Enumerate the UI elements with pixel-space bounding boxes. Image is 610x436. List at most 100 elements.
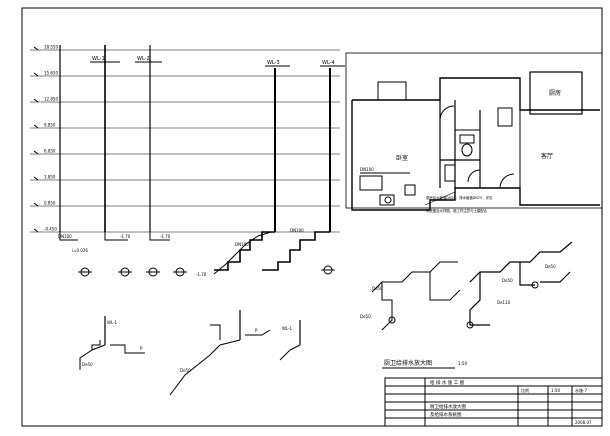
axo-pipe [381, 282, 393, 331]
floor-level-label: 12.850 [44, 97, 58, 102]
pipe-bend [149, 232, 170, 241]
kitchen-room [529, 71, 583, 115]
title-block: 给 排 水 施 工 图 厨卫给排水放大图 及给排水系统图 比例 1:50 水施-… [384, 377, 603, 427]
title-block-drawing-name: 厨卫给排水放大图 [430, 403, 466, 410]
fixture-sink [497, 107, 513, 127]
title-block-drawing-name: 及给排水系统图 [430, 411, 462, 418]
level-marker [33, 124, 39, 129]
plan-note: 系统图及大样图，施工时注意与土建配合 [426, 208, 488, 213]
title-block-sheet-no: 水施-7 [575, 387, 587, 393]
level-marker [33, 72, 39, 77]
plan-wall [351, 100, 600, 211]
riser-label: WL-2 [137, 56, 150, 62]
sketch-pipe [79, 344, 106, 370]
wardrobe [359, 175, 383, 191]
detail-scale: 1:50 [458, 361, 467, 366]
level-marker [33, 228, 39, 233]
sketch-pipe [279, 344, 301, 361]
axo-label: De110 [497, 300, 511, 305]
axo-pipe [540, 271, 571, 283]
sketch-label: P [140, 346, 143, 351]
door-swing [439, 105, 455, 121]
plan-wall [352, 77, 600, 111]
floor-drain [531, 281, 539, 289]
axo-label: De50 [502, 278, 513, 283]
axo-pipe [371, 261, 458, 293]
sketch-label: De50 [82, 362, 93, 367]
fixture [404, 184, 416, 196]
plan-frame [345, 52, 603, 209]
axonometric-detail: De50 De50 De110 De50 De50 厨卫给排水放大图 1:50 [360, 241, 573, 369]
sketch-pipe [245, 329, 271, 336]
pipe-elev-label: -1.70 [160, 234, 171, 239]
axo-pipe [429, 272, 461, 301]
sketch-label: De50 [180, 368, 191, 373]
plan-note: 厨房给水管道DN20，排水管道DN75，详见 [426, 195, 493, 200]
leader-line [424, 191, 456, 206]
title-block-project: 给 排 水 施 工 图 [430, 379, 465, 386]
pipe-elev-label: -1.70 [196, 272, 207, 277]
axo-label: De50 [545, 264, 556, 269]
floor-level-label: 15.650 [44, 71, 58, 76]
fixture [379, 194, 395, 206]
pipe-dn-label: DN100 [235, 242, 249, 247]
level-marker [33, 202, 39, 207]
door-swing [467, 169, 481, 183]
pipe-bend [104, 232, 128, 241]
riser-label: WL-1 [92, 56, 105, 62]
axo-pipe [469, 272, 490, 326]
title-block-date: 2008.07 [575, 420, 592, 425]
sketch-label: WL-1 [107, 320, 118, 325]
dimension-text: DN100 [360, 167, 374, 172]
balcony [377, 81, 407, 101]
sketch-pipe [110, 344, 145, 354]
outlet-pipe [213, 231, 272, 275]
riser-label: WL-3 [267, 60, 280, 66]
door-swing [499, 173, 515, 189]
sketch-pipe [169, 339, 241, 396]
room-label-kitchen: 厨房 [549, 89, 561, 97]
level-marker [33, 150, 39, 155]
level-marker [33, 46, 39, 51]
title-block-scale-label: 比例 [521, 387, 529, 393]
fixture-shower [444, 164, 456, 182]
level-marker [33, 98, 39, 103]
room-label-living: 客厅 [541, 152, 553, 160]
floor-drain [466, 321, 474, 329]
pipe-bend [59, 232, 78, 241]
title-block-scale-value: 1:50 [551, 388, 560, 393]
floor-level-label: 6.850 [44, 149, 56, 154]
outlet-pipe [262, 231, 330, 271]
room-label-bedroom: 卧室 [396, 154, 408, 162]
floor-level-label: 18.550 [44, 45, 58, 50]
sketch-pipe [91, 340, 101, 350]
detail-title: 厨卫给排水放大图 [384, 359, 432, 367]
axo-label: De50 [360, 314, 371, 319]
floor-level-label: 9.850 [44, 123, 56, 128]
sheet-border [21, 7, 603, 427]
sketch-pipe [210, 324, 221, 340]
level-marker [33, 176, 39, 181]
axo-pipe [469, 241, 573, 283]
sketch-label: WL-1 [282, 326, 293, 331]
floor-level-label: -0.450 [44, 227, 57, 232]
fixture-toilet [461, 143, 473, 157]
sketch-label: P [255, 328, 258, 333]
section-symbol-row [78, 265, 335, 277]
floor-drain [384, 196, 392, 204]
axo-label: De50 [372, 286, 383, 291]
floor-level-lines: 18.550 15.650 12.850 9.850 6.850 3.850 0.850 -0… [30, 45, 340, 233]
floor-level-label: 0.850 [44, 201, 56, 206]
floor-plan: 厨房 客厅 卧室 DN100 厨房给水管道DN20，排水管道DN75，详见 系统… [345, 52, 603, 213]
fixture-basin [459, 134, 475, 144]
pipe-elev-label: -1.70 [120, 234, 131, 239]
riser-label: WL-4 [322, 60, 335, 66]
floor-drain [388, 316, 396, 324]
outlet-pipe [214, 231, 275, 271]
riser-diagram: 18.550 15.650 12.850 9.850 6.850 3.850 0.850 -0… [30, 45, 345, 277]
pipe-dn-label: DN100 [290, 228, 304, 233]
pipe-slope-label: i=0.026 [72, 248, 88, 253]
floor-level-label: 3.850 [44, 175, 56, 180]
